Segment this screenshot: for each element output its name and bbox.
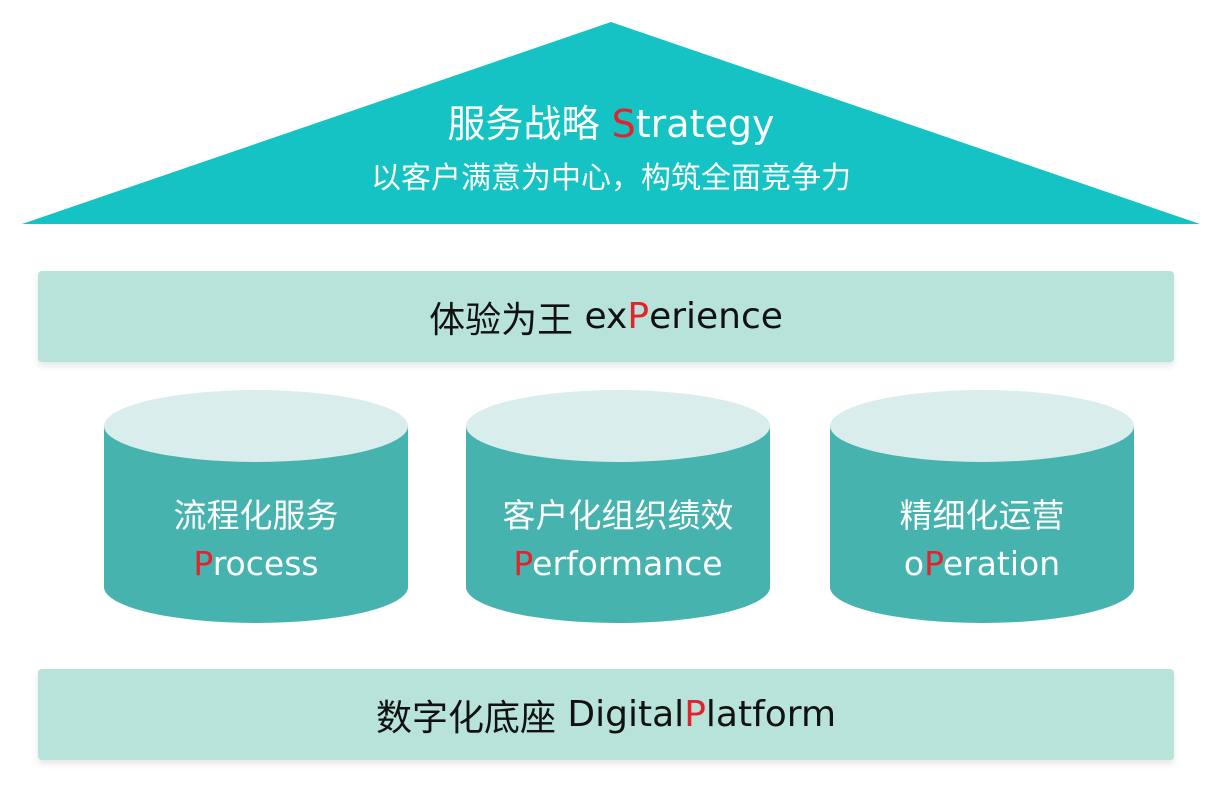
pillar-performance: 客户化组织绩效 Performance [466, 390, 770, 625]
cylinder-top [830, 390, 1134, 462]
platform-en-accent: P [684, 694, 706, 735]
experience-cn: 体验为王 [429, 299, 574, 341]
pillar-en: Performance [466, 542, 770, 586]
pillar-operation: 精细化运营 oPeration [830, 390, 1134, 625]
pillar-en-rest: rocess [212, 544, 319, 583]
roof-title-accent: S [611, 102, 636, 146]
pillar-en-accent: P [924, 544, 943, 583]
pillar-en: Process [104, 542, 408, 586]
cylinder-top [466, 390, 770, 462]
pillar-en: oPeration [830, 542, 1134, 586]
cylinder-body [466, 426, 770, 623]
pillar-process: 流程化服务 Process [104, 390, 408, 625]
pillar-en-accent: P [513, 544, 533, 583]
pillar-cn: 流程化服务 [173, 496, 339, 535]
experience-en-pre: ex [584, 296, 628, 337]
cylinder-shape [104, 390, 408, 623]
experience-en-accent: P [627, 296, 650, 337]
pillar-en-pre: o [903, 544, 925, 583]
roof-title-cn: 服务战略 [447, 102, 600, 146]
experience-en-rest: erience [649, 296, 783, 337]
cylinder-shape [466, 390, 770, 623]
platform-en-rest: latform [705, 694, 837, 735]
pillar-en-rest: erformance [532, 544, 723, 583]
pillar-cn: 精细化运营 [899, 496, 1065, 535]
cylinder-shape [830, 390, 1134, 623]
roof-triangle [22, 22, 1200, 224]
roof-shape [22, 22, 1200, 224]
pillar-cn: 客户化组织绩效 [502, 496, 734, 535]
roof-title-en: trategy [635, 102, 775, 146]
pillar-en-rest: eration [942, 544, 1061, 583]
roof-title: 服务战略 Strategy [0, 100, 1222, 148]
cylinder-top [104, 390, 408, 462]
platform-cn: 数字化底座 [375, 697, 556, 739]
platform-en-pre: Digital [567, 694, 685, 735]
cylinder-body [830, 426, 1134, 623]
roof-subtitle: 以客户满意为中心，构筑全面竞争力 [371, 161, 851, 196]
cylinder-body [104, 426, 408, 623]
pillar-en-accent: P [193, 544, 213, 583]
